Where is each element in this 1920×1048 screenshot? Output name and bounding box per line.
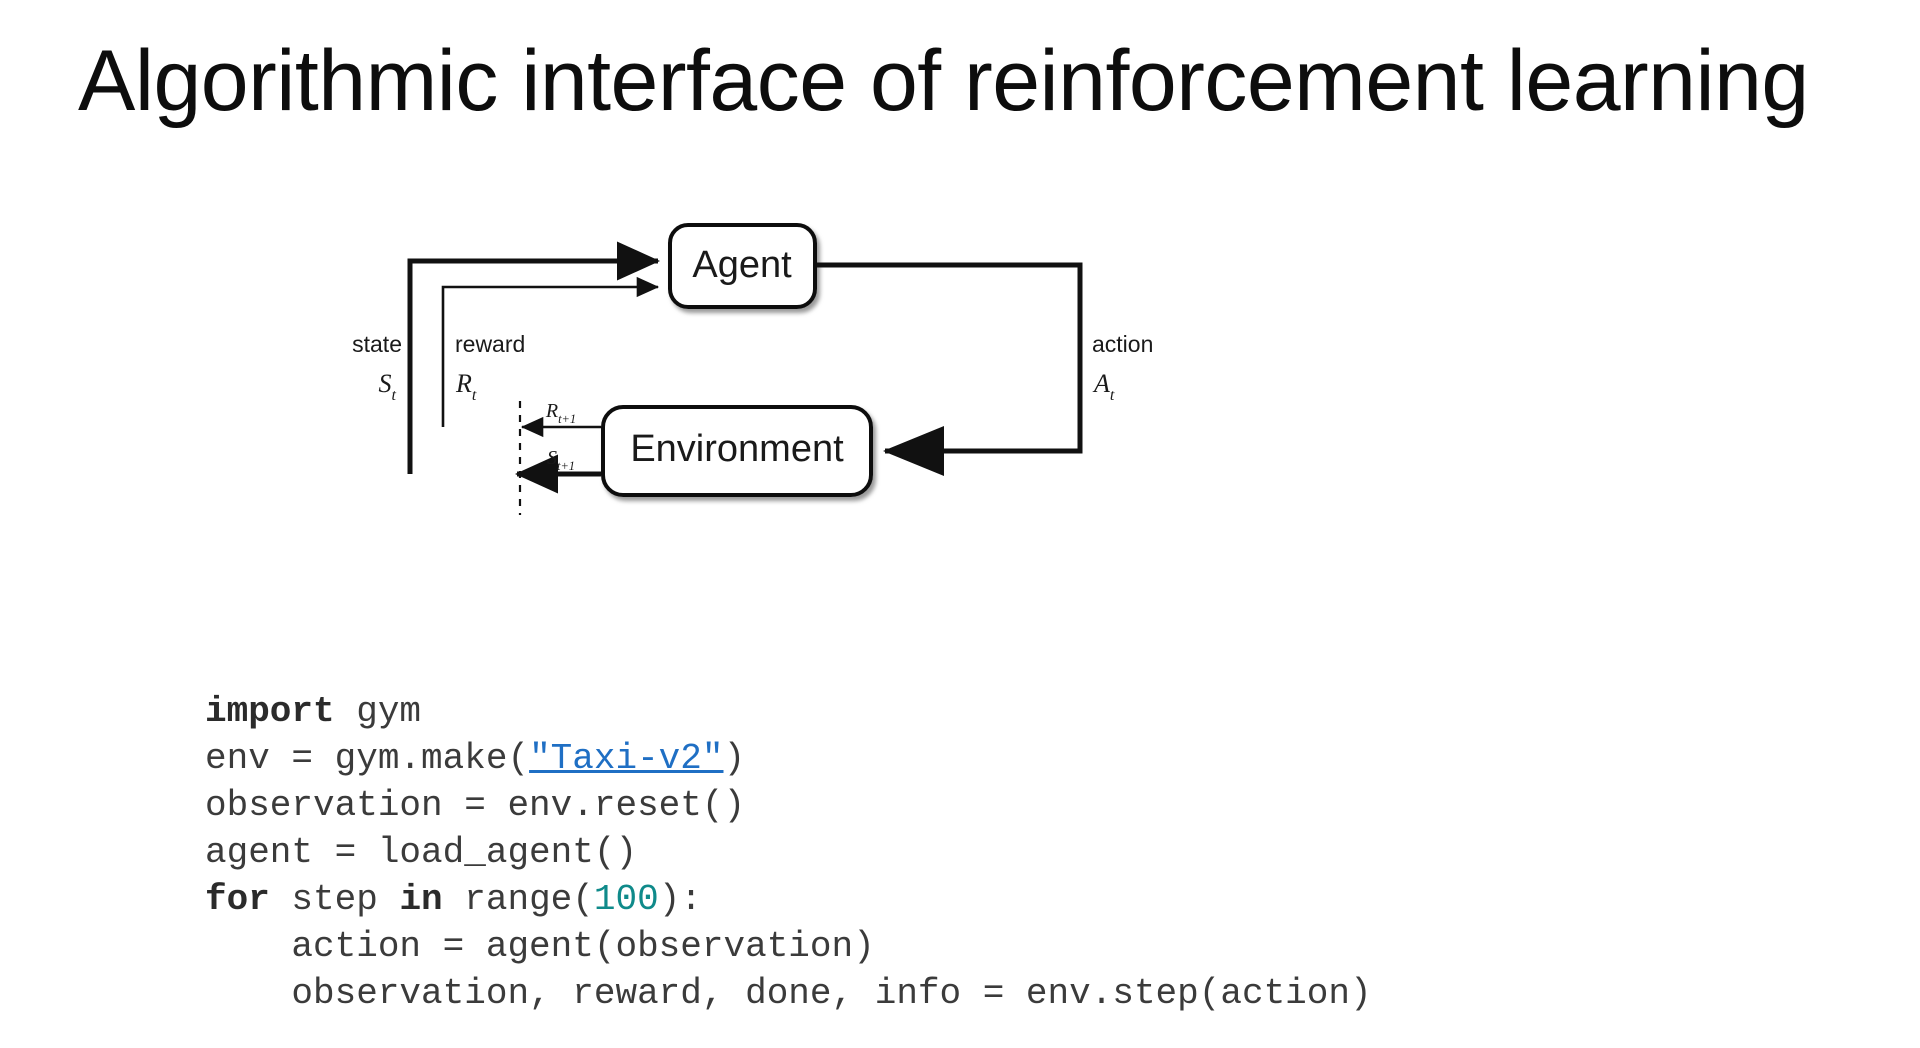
page-title: Algorithmic interface of reinforcement l… xyxy=(78,33,1809,129)
action-label-text: action xyxy=(1092,331,1153,357)
agent-box-label: Agent xyxy=(692,244,792,286)
reward-edge-label: reward Rt xyxy=(455,331,525,404)
reward-next-symbol: Rt+1 xyxy=(545,400,576,426)
code-text: range( xyxy=(442,879,594,920)
state-label-text: state xyxy=(352,331,402,357)
action-edge-label: action At xyxy=(1092,331,1153,404)
state-edge-label: state St xyxy=(352,331,402,404)
code-line: observation = env.reset() xyxy=(205,782,1372,829)
state-symbol: St xyxy=(379,369,397,404)
action-edge-path xyxy=(817,262,1083,476)
code-text: step xyxy=(269,879,400,920)
environment-box xyxy=(601,405,873,497)
action-symbol: At xyxy=(1092,369,1115,404)
reward-label-text: reward xyxy=(455,331,525,357)
environment-box-label: Environment xyxy=(630,428,844,470)
diagram-node-environment: Environment xyxy=(601,405,873,497)
reward-symbol: Rt xyxy=(455,369,477,404)
code-keyword: for xyxy=(205,879,270,920)
code-line: action = agent(observation) xyxy=(205,923,1372,970)
code-number: 100 xyxy=(593,879,659,920)
state-edge-path xyxy=(407,241,661,474)
code-text: ): xyxy=(658,879,702,920)
code-line: for step in range(100): xyxy=(205,876,1372,923)
code-text: observation = env.reset() xyxy=(205,785,746,826)
code-line: import gym xyxy=(205,688,1372,735)
code-text: action = agent(observation) xyxy=(205,926,875,967)
code-text: observation, reward, done, info = env.st… xyxy=(205,973,1372,1014)
code-keyword: in xyxy=(399,879,443,920)
agent-box xyxy=(668,223,817,309)
diagram-node-agent: Agent xyxy=(668,223,817,309)
agent-environment-loop-diagram: Agent Environment state St reward Rt xyxy=(352,215,1200,535)
code-text: gym xyxy=(334,691,422,732)
code-text: ) xyxy=(723,738,746,779)
code-line: agent = load_agent() xyxy=(205,829,1372,876)
code-keyword: import xyxy=(205,691,335,732)
state-next-symbol: St+1 xyxy=(547,447,575,473)
code-line: observation, reward, done, info = env.st… xyxy=(205,970,1372,1017)
reward-edge-path xyxy=(441,276,660,427)
code-text: agent = load_agent() xyxy=(205,832,638,873)
code-text: env = gym.make( xyxy=(205,738,530,779)
code-line: env = gym.make("Taxi-v2") xyxy=(205,735,1372,782)
code-link-taxi-v2[interactable]: "Taxi-v2" xyxy=(529,738,724,779)
